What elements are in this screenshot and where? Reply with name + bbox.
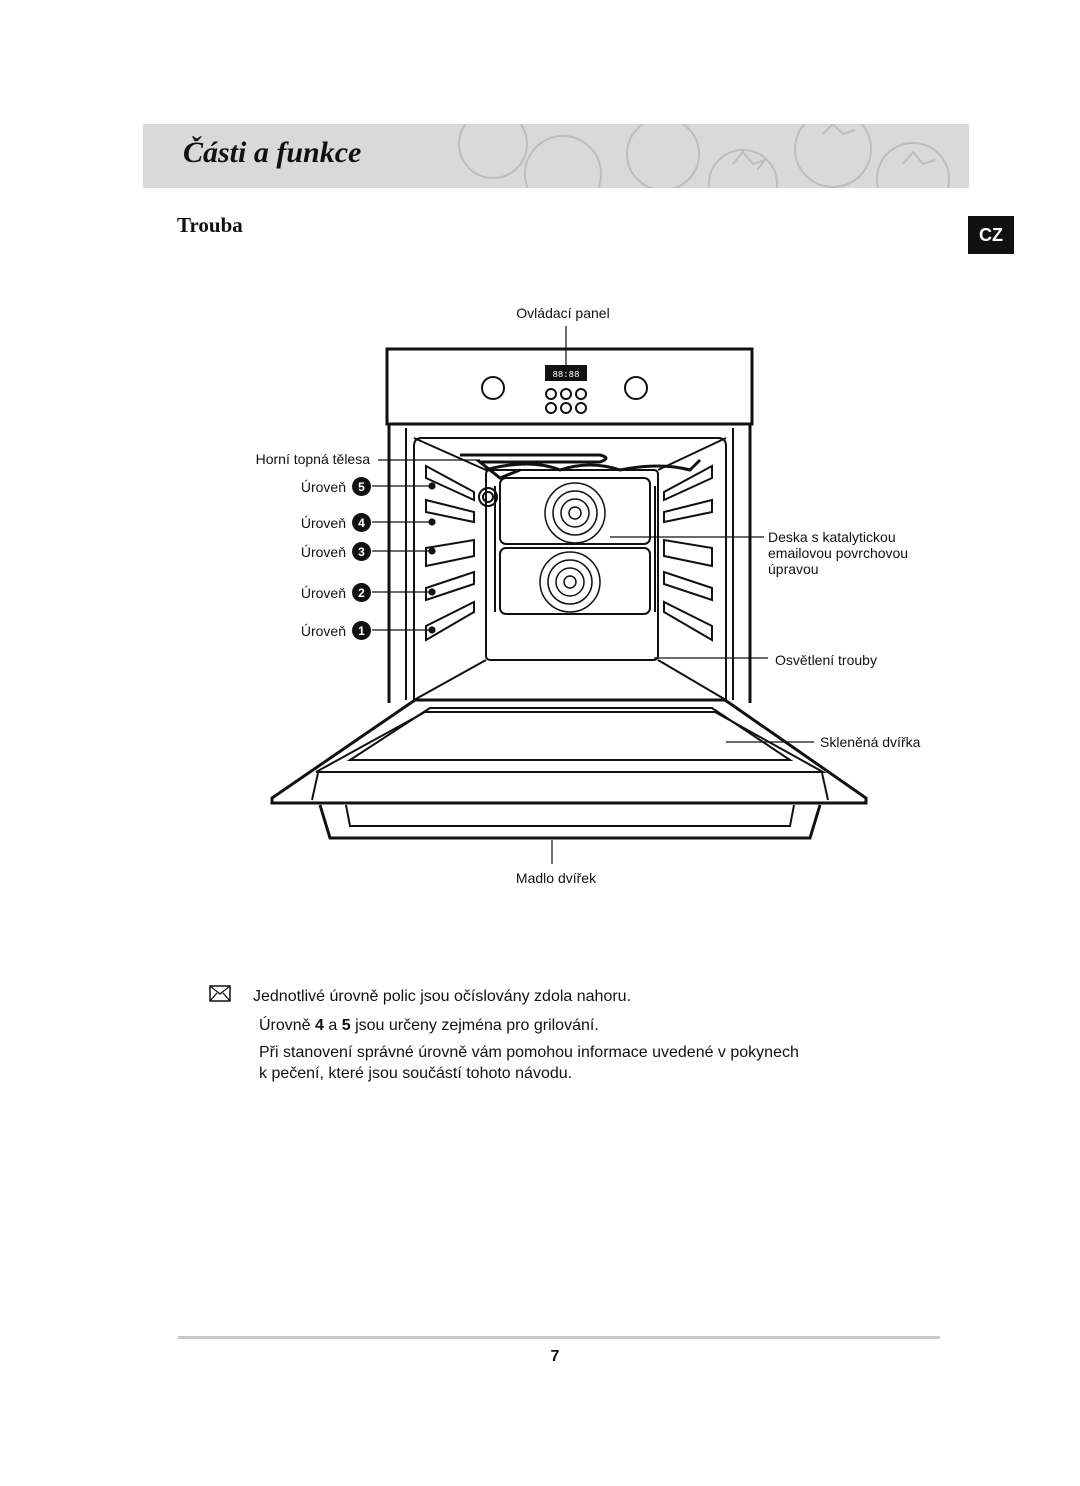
label-level-4: Úroveň [300, 515, 346, 531]
envelope-note-icon [209, 985, 231, 1002]
label-catalytic-2: emailovou povrchovou [768, 545, 909, 561]
label-upper-heating: Horní topná tělesa [255, 451, 370, 467]
level-3-badge: 3 [352, 542, 371, 561]
display-readout: 88:88 [552, 370, 579, 380]
language-badge: CZ [968, 216, 1014, 254]
level-1-badge: 1 [352, 621, 371, 640]
section-title: Trouba [177, 213, 243, 237]
label-level-5: Úroveň [300, 479, 346, 495]
note-line-4: k pečení, které jsou součástí tohoto náv… [259, 1065, 573, 1082]
page-number: 7 [550, 1348, 560, 1365]
footer-divider [178, 1336, 940, 1339]
label-control-panel: Ovládací panel [516, 305, 610, 321]
label-level-2: Úroveň [300, 585, 346, 601]
tomato-decoration-icon [458, 124, 950, 188]
label-oven-light: Osvětlení trouby [775, 652, 877, 668]
page-title: Části a funkce [183, 136, 362, 169]
note-line-1: Jednotlivé úrovně polic jsou očíslovány … [253, 988, 632, 1005]
level-4-badge: 4 [352, 513, 371, 532]
label-catalytic-3: úpravou [768, 561, 819, 577]
label-door-handle: Madlo dvířek [515, 870, 597, 886]
oven-lamp-shape [478, 487, 498, 507]
note-line-3: Při stanovení správné úrovně vám pomohou… [259, 1044, 799, 1061]
note-line-2: Úrovně 4 a 5 jsou určeny zejména pro gri… [259, 1017, 599, 1034]
control-panel-shape [385, 347, 754, 426]
label-catalytic-1: Deska s katalytickou [768, 529, 896, 545]
label-glass-door: Skleněná dvířka [820, 734, 921, 750]
label-level-1: Úroveň [300, 623, 346, 639]
header-banner: Části a funkce [143, 124, 969, 188]
label-level-3: Úroveň [300, 544, 346, 560]
level-2-badge: 2 [352, 583, 371, 602]
level-5-badge: 5 [352, 477, 371, 496]
